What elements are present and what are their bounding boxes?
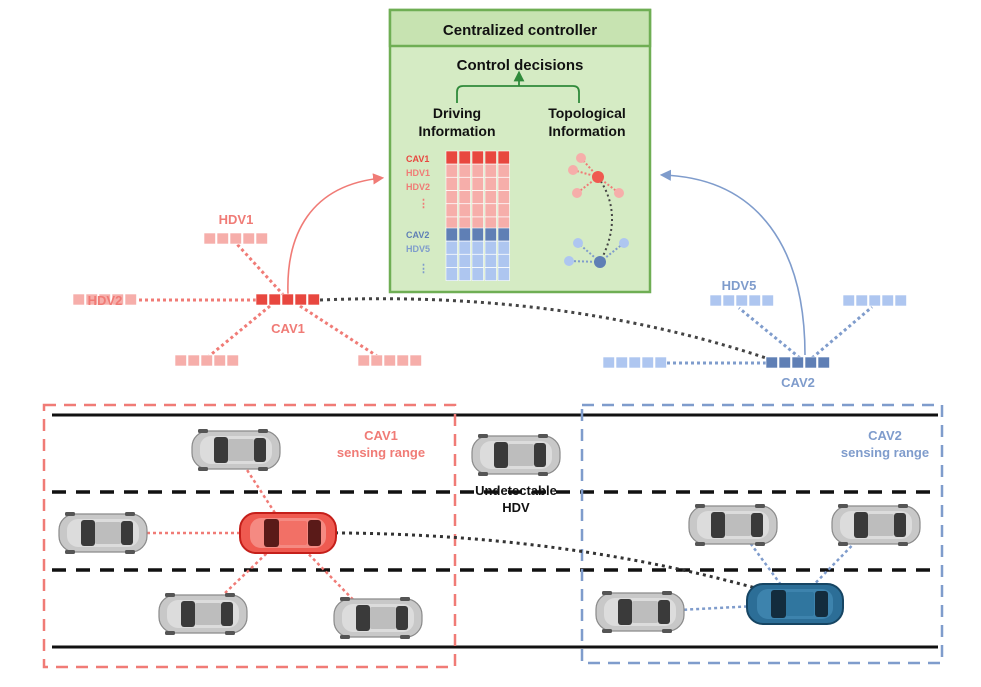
cav1-upload-arrow	[287, 173, 385, 295]
road-cav1-cav2-link	[299, 531, 781, 597]
control-decisions-label: Control decisions	[457, 57, 584, 74]
row-label-cav2: CAV2	[406, 230, 429, 240]
node-bar-hdv2	[72, 293, 137, 306]
cav1-graph-edges	[138, 241, 381, 360]
driving-info-label-2: Information	[419, 123, 496, 139]
driving-info-label-1: Driving	[433, 105, 481, 121]
matrix-row	[445, 254, 510, 268]
matrix-row	[445, 190, 510, 204]
node-label-hdv2: HDV2	[88, 293, 123, 308]
cav2-upload-arrow	[659, 169, 806, 356]
topo-info-label-2: Information	[549, 123, 626, 139]
matrix-row	[445, 203, 510, 218]
cav1-range-label-2: sensing range	[337, 445, 425, 460]
matrix-row	[445, 240, 510, 255]
cav2-range-label-2: sensing range	[841, 445, 929, 460]
node-label-hdv1: HDV1	[219, 212, 254, 227]
node-bar-red	[357, 354, 422, 367]
matrix-row	[445, 227, 510, 242]
node-bar-blue	[842, 294, 907, 307]
node-bar-hdv5	[709, 294, 774, 307]
topo-info-label-1: Topological	[548, 105, 626, 121]
controller-panel: Centralized controller Control decisions…	[388, 8, 652, 294]
row-dots-blue: ⋮	[418, 263, 429, 275]
car-icon	[158, 592, 248, 636]
node-bar-cav1	[255, 293, 320, 306]
row-label-hdv2: HDV2	[406, 182, 430, 192]
row-label-hdv5: HDV5	[406, 244, 430, 254]
node-bar-red	[174, 354, 239, 367]
matrix-row	[445, 163, 510, 178]
matrix-row	[445, 177, 510, 191]
road-scene	[52, 413, 938, 649]
controller-title: Centralized controller	[443, 22, 597, 39]
car-icon	[746, 583, 844, 625]
topology-graph	[564, 153, 629, 268]
car-icon	[688, 503, 778, 547]
car-icon	[58, 511, 148, 555]
undetectable-label-1: Undetectable	[475, 483, 557, 498]
car-icon	[191, 428, 281, 472]
row-label-hdv1: HDV1	[406, 168, 430, 178]
graph-node-bars	[72, 232, 907, 369]
node-bar-hdv1	[203, 232, 268, 245]
brace-connector	[456, 85, 580, 103]
cav2-sensing-range-box	[580, 403, 944, 665]
car-icon	[471, 433, 561, 477]
node-bar-blue	[602, 356, 667, 369]
cav1-sensing-range-box	[42, 403, 457, 669]
cav1-cav2-link	[319, 297, 767, 360]
car-icon	[239, 512, 337, 554]
row-label-cav1: CAV1	[406, 154, 429, 164]
matrix-row	[445, 267, 510, 281]
car-icon	[595, 590, 685, 634]
row-dots-red: ⋮	[418, 198, 429, 210]
node-label-cav2: CAV2	[781, 375, 815, 390]
node-bar-cav2	[765, 356, 830, 369]
cav2-graph-edges	[666, 305, 873, 365]
node-label-hdv5: HDV5	[722, 278, 757, 293]
node-label-cav1: CAV1	[271, 321, 305, 336]
car-icon	[831, 503, 921, 547]
car-icon	[333, 596, 423, 640]
undetectable-label-2: HDV	[502, 500, 530, 515]
cav1-range-label-1: CAV1	[364, 428, 398, 443]
driving-matrix-red	[445, 150, 510, 231]
driving-matrix-blue	[445, 227, 510, 281]
cav2-range-label-1: CAV2	[868, 428, 902, 443]
matrix-row	[445, 150, 510, 165]
